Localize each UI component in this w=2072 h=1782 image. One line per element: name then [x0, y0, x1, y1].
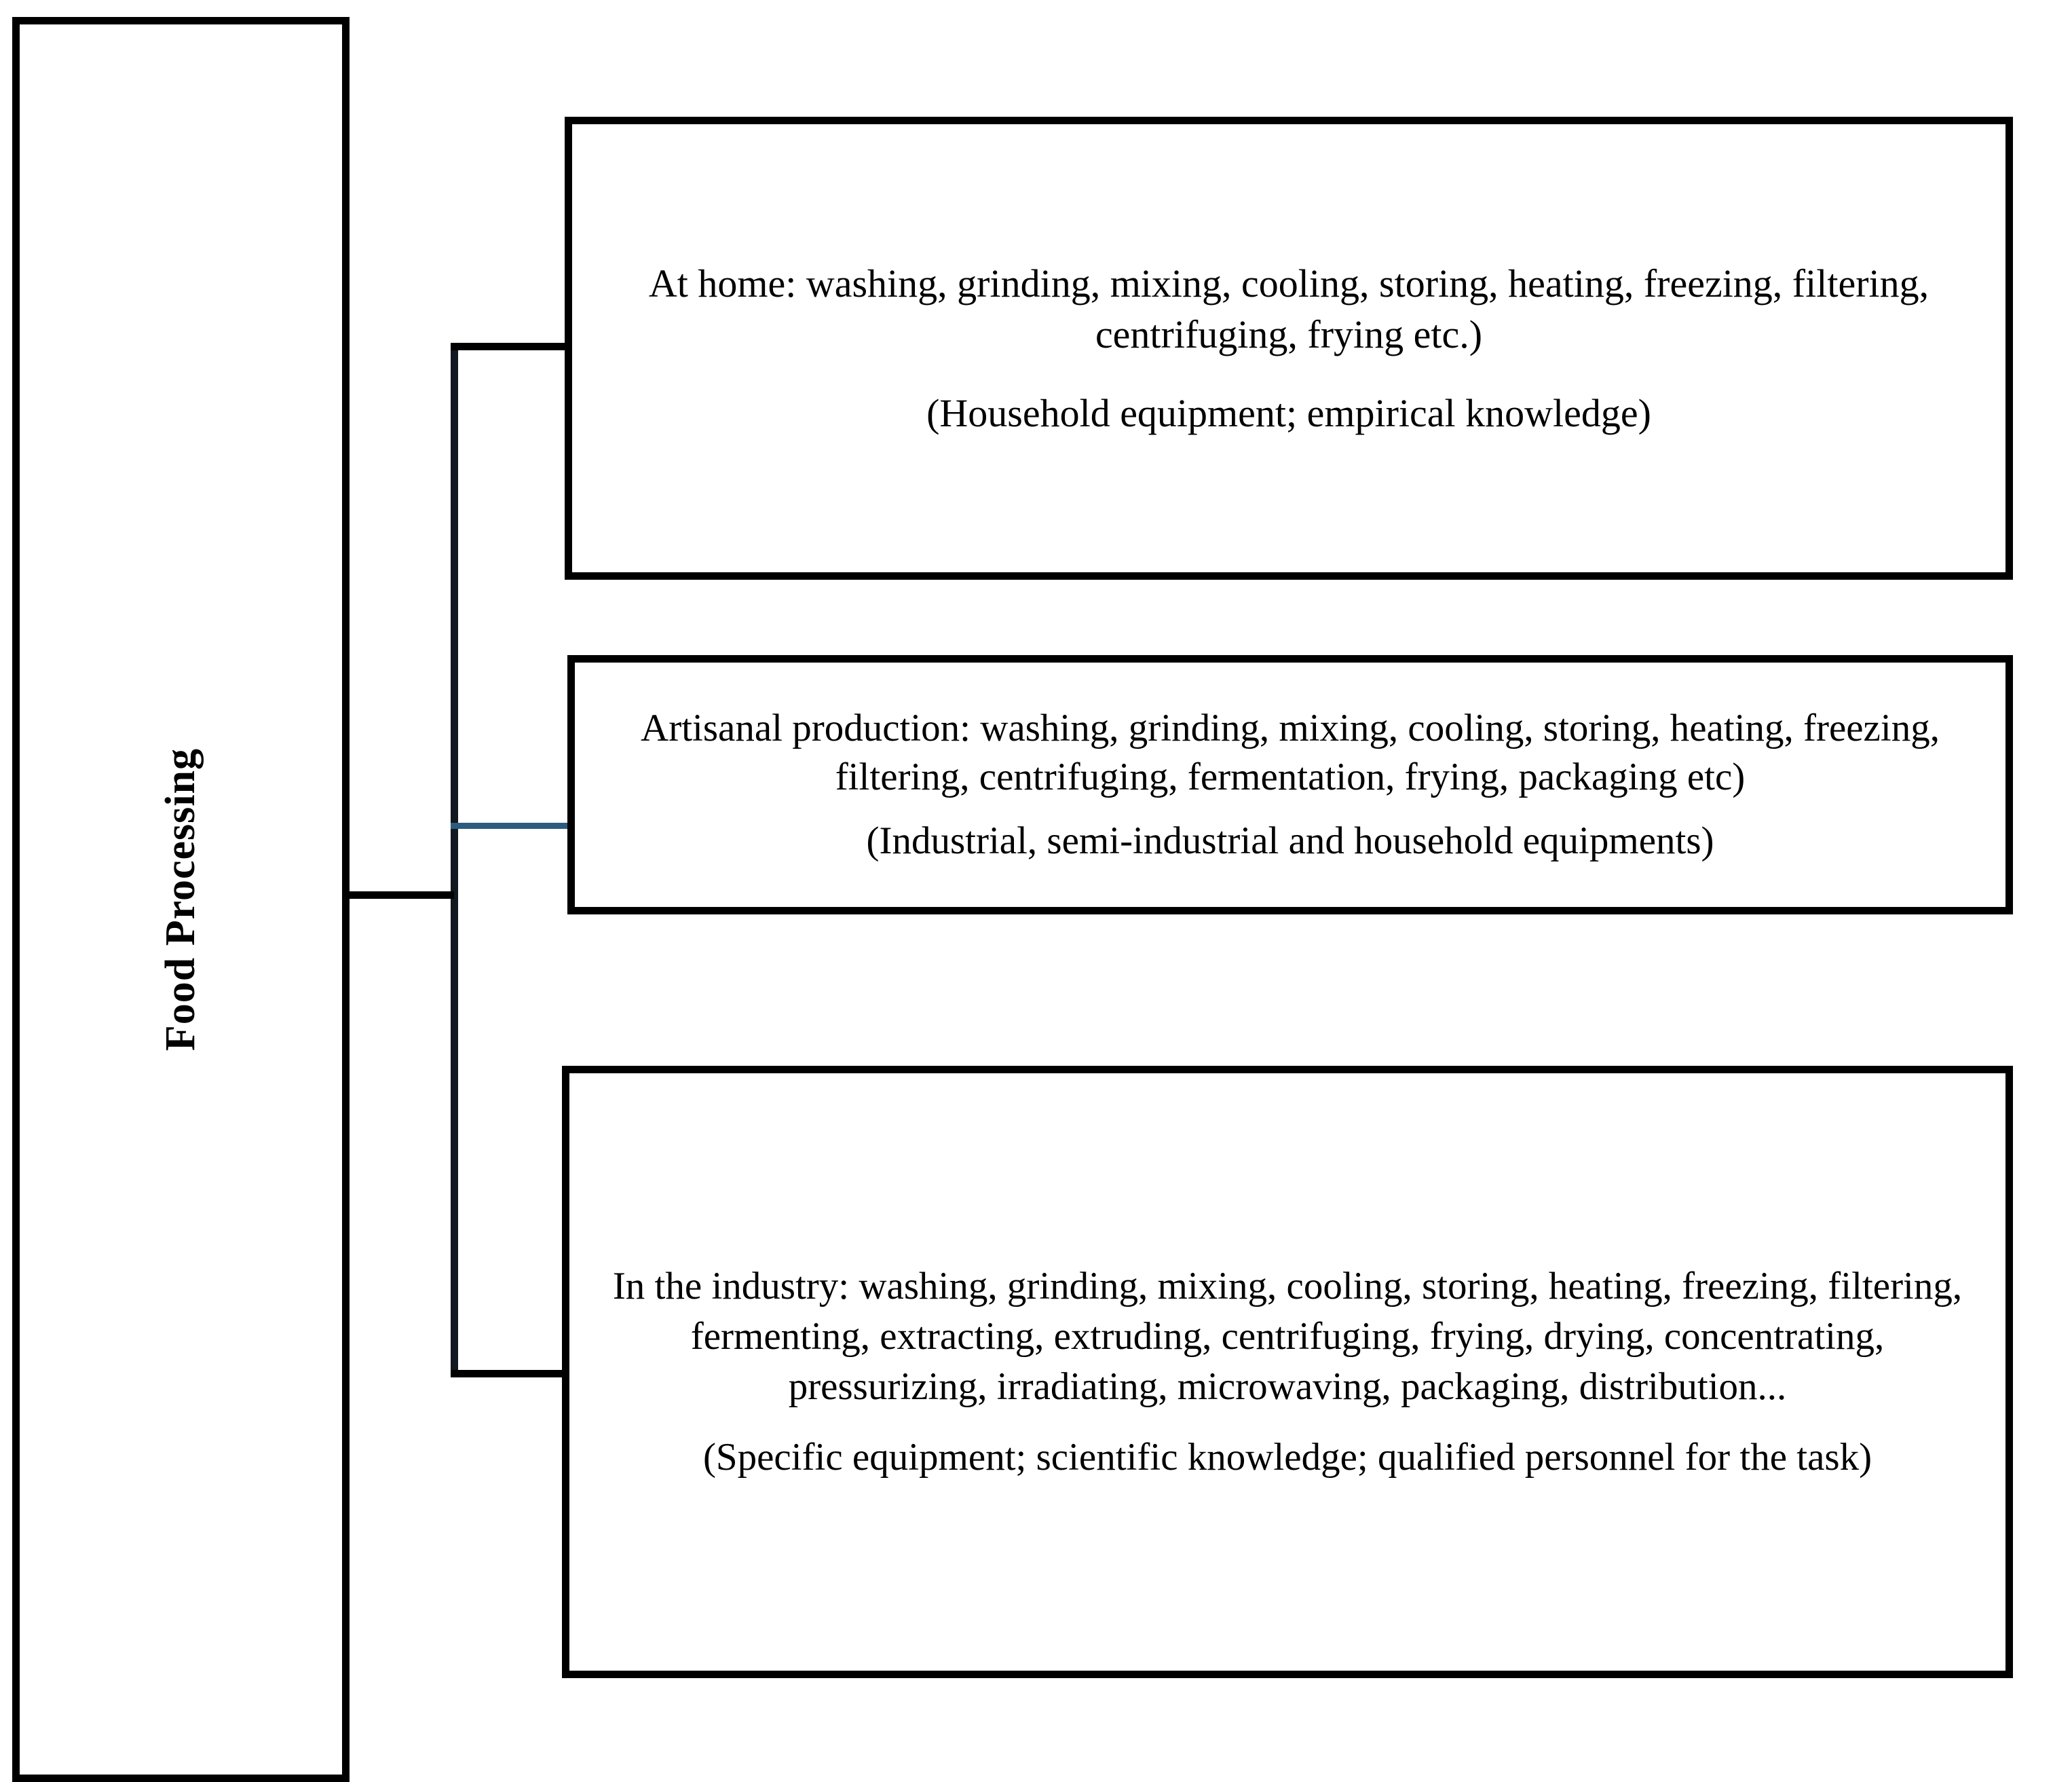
node-at-home-line-1: At home: washing, grinding, mixing, cool… — [648, 261, 1929, 357]
node-artisanal-production: Artisanal production: washing, grinding,… — [567, 655, 2013, 914]
node-artisanal-line-2: (Industrial, semi-industrial and househo… — [866, 819, 1714, 862]
root-node-label: Food Processing — [157, 747, 204, 1052]
node-at-home-line-2: (Household equipment; empirical knowledg… — [926, 390, 1651, 435]
node-in-the-industry: In the industry: washing, grinding, mixi… — [562, 1066, 2013, 1678]
connector-spine — [451, 343, 458, 1377]
node-industry-line-2: (Specific equipment; scientific knowledg… — [702, 1436, 1872, 1479]
connector-branch-industry — [451, 1370, 570, 1377]
connector-root-stub — [345, 891, 454, 899]
node-at-home: At home: washing, grinding, mixing, cool… — [565, 117, 2013, 580]
root-node-food-processing: Food Processing — [12, 17, 350, 1782]
root-label-wrapper: Food Processing — [20, 24, 342, 1775]
connector-branch-at-home — [451, 343, 570, 350]
connector-branch-artisanal — [451, 823, 570, 829]
node-artisanal-line-1: Artisanal production: washing, grinding,… — [641, 707, 1940, 799]
node-industry-line-1: In the industry: washing, grinding, mixi… — [612, 1264, 1963, 1408]
